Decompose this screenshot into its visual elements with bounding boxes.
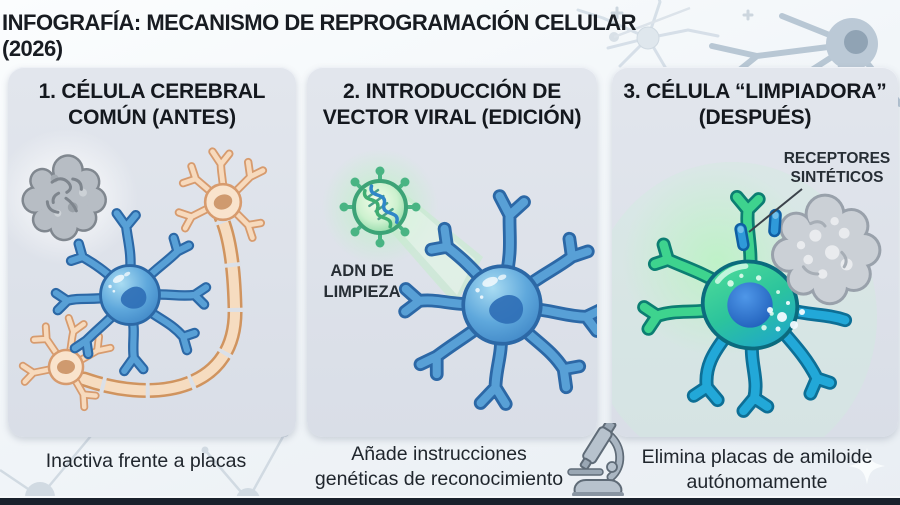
- microscope-icon: [567, 423, 625, 497]
- panel-vector: 2. INTRODUCCIÓN DE VECTOR VIRAL (EDICIÓN…: [307, 67, 597, 437]
- background-neuron-outline-icon: [576, 0, 720, 95]
- receptores-label: RECEPTORES SINTÉTICOS: [783, 150, 891, 186]
- heading-line: (DESPUÉS): [698, 106, 812, 129]
- panel-caption: Añade instrucciones genéticas de reconoc…: [314, 443, 564, 490]
- vector-illustration: [322, 149, 597, 437]
- heading-line: 3. CÉLULA “LIMPIADORA”: [623, 80, 887, 103]
- panel-heading: 1. CÉLULA CEREBRAL COMÚN (ANTES): [8, 79, 296, 131]
- panel-heading: 2. INTRODUCCIÓN DE VECTOR VIRAL (EDICIÓN…: [307, 79, 597, 131]
- plus-marker: [610, 6, 754, 21]
- after-illustration: [612, 162, 883, 437]
- panel-heading: 3. CÉLULA “LIMPIADORA” (DESPUÉS): [612, 79, 898, 131]
- before-illustration: [8, 129, 296, 437]
- bottom-bar: [0, 496, 900, 505]
- infographic-title: INFOGRAFÍA: MECANISMO DE REPROGRAMACIÓN …: [2, 10, 637, 61]
- pointer-line: [748, 188, 803, 233]
- heading-line: 2. INTRODUCCIÓN DE: [342, 80, 562, 103]
- heading-line: VECTOR VIRAL (EDICIÓN): [322, 106, 582, 129]
- panel-caption: Elimina placas de amiloide autónomamente: [641, 446, 873, 493]
- panel-after: 3. CÉLULA “LIMPIADORA” (DESPUÉS) RECEPTO…: [612, 67, 898, 437]
- panel-caption: Inactiva frente a placas: [45, 450, 247, 472]
- synthetic-receptor-icon: [734, 208, 782, 252]
- panel-before: 1. CÉLULA CEREBRAL COMÚN (ANTES): [8, 67, 296, 437]
- bubbles: [767, 301, 805, 332]
- adn-label: ADN DE LIMPIEZA: [323, 262, 401, 301]
- heading-line: COMÚN (ANTES): [68, 106, 236, 129]
- heading-line: 1. CÉLULA CEREBRAL: [38, 80, 266, 103]
